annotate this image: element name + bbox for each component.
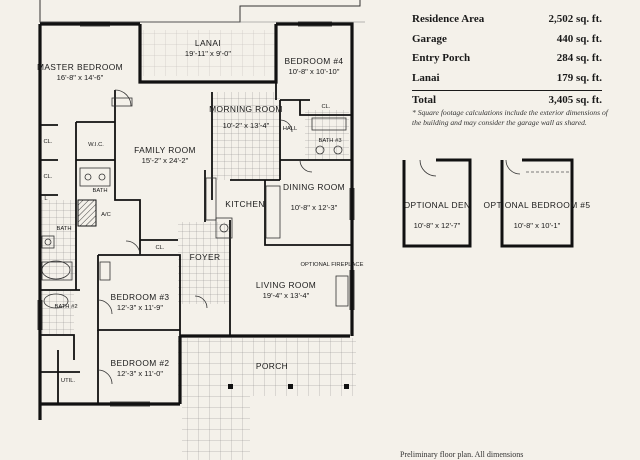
garage-edge [39,0,365,23]
dining-room-dims: 10'-8" x 12'-3" [291,203,338,212]
bath3-label: BATH #3 [318,138,341,144]
lanai-dims: 19'-11" x 9'-0" [185,49,231,58]
linen-label: L [44,196,48,202]
living-room-dims: 19'-4" x 13'-4" [263,291,310,300]
bedroom5-name: OPTIONAL BEDROOM #5 [484,200,591,210]
closet-label-2: CL. [43,174,52,180]
bath2-label: BATH #2 [54,304,77,310]
master-bath-label: BATH [56,226,71,232]
interior-walls [40,82,352,404]
windows [37,21,355,407]
closet-label-3: CL. [155,245,164,251]
den-dims: 10'-8" x 12'-7" [414,221,461,230]
lanai-tile [140,30,276,76]
dining-room-name: DINING ROOM [283,182,345,192]
foyer-label: FOYER [190,252,221,262]
bedroom3-dims: 12'-3" x 11'-9" [117,303,163,312]
kitchen-label: KITCHEN [225,199,265,209]
bedroom5-dims: 10'-8" x 10'-1" [514,221,561,230]
bedroom4-dims: 10'-8" x 10'-10" [289,67,340,76]
door-swings [97,89,313,385]
optional-den-plan: OPTIONAL DEN 10'-8" x 12'-7" [402,158,472,248]
porch-tile [178,338,356,396]
porch-columns [228,384,349,389]
util-label: UTIL. [61,378,76,384]
fixtures [41,97,349,309]
lanai-name: LANAI [195,38,221,48]
bedroom2-name: BEDROOM #2 [111,358,170,368]
family-room-dims: 15'-2" x 24'-2" [142,156,189,165]
porch-label: PORCH [256,361,288,371]
footnote: * Square footage calculations include th… [412,108,608,127]
closet-label-1: CL. [43,139,52,145]
master-bedroom-name: MASTER BEDROOM [37,62,123,72]
room-labels: LANAI 19'-11" x 9'-0" MASTER BEDROOM 16'… [37,38,364,384]
living-room-name: LIVING ROOM [256,280,316,290]
optional-bedroom5-plan: OPTIONAL BEDROOM #5 10'-8" x 10'-1" [484,158,591,248]
den-name: OPTIONAL DEN [404,200,471,210]
wic-label: W.I.C. [88,142,104,148]
bath3-tile [305,110,349,160]
bath-label: BATH [92,188,107,194]
family-room-name: FAMILY ROOM [134,145,196,155]
footer-note: Preliminary floor plan. All dimensions [400,450,524,459]
master-bedroom-dims: 16'-8" x 14'-6" [57,73,104,82]
bedroom3-name: BEDROOM #3 [111,292,170,302]
ac-chase [77,199,97,227]
morning-room-tile [212,92,280,180]
foyer-tile [178,222,230,304]
bath2-tile [40,290,74,334]
front-walk-tile [182,396,250,460]
morning-room-name: MORNING ROOM [209,104,283,114]
morning-room-dims: 10'-2" x 13'-4" [223,121,270,130]
closet-label-4: CL. [321,104,330,110]
bedroom4-name: BEDROOM #4 [285,56,344,66]
hall-label: HALL [283,126,298,132]
bedroom2-dims: 12'-3" x 11'-0" [117,369,163,378]
ac-label: A/C [101,212,111,218]
fireplace-label: OPTIONAL FIREPLACE [301,262,364,268]
